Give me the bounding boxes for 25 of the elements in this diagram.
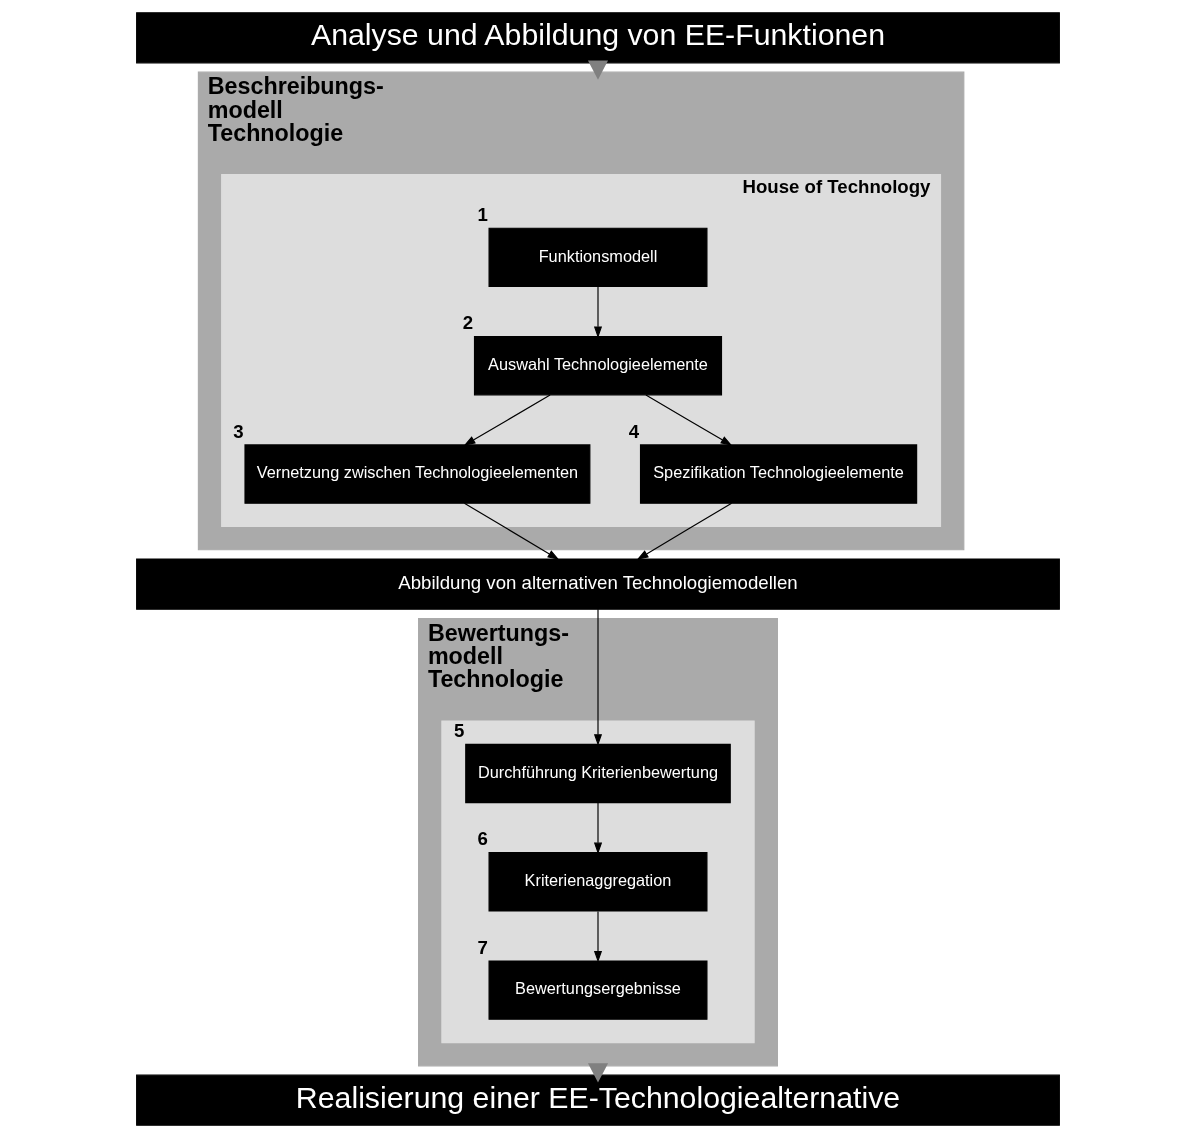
node-label: 1 <box>476 204 488 226</box>
arrow <box>463 502 559 560</box>
node-box: Durchführung Kriterienbewertung <box>464 743 731 804</box>
arrow <box>593 802 602 855</box>
node-box: Auswahl Technologieelemente <box>473 336 722 396</box>
node-label: 5 <box>453 720 464 742</box>
node-box: Abbildung von alternativen Technologiemodellen <box>135 558 1060 610</box>
node-box: Funktionsmodell <box>488 227 707 288</box>
node-box: Spezifikation Technologieelemente <box>639 444 917 504</box>
arrow <box>593 608 602 746</box>
arrow <box>593 286 602 339</box>
node-label: 2 <box>462 312 473 334</box>
node-box: Bewertungsergebnisse <box>488 960 707 1020</box>
arrow <box>593 910 602 963</box>
node-label: 7 <box>476 936 488 958</box>
node-box: Kriterienaggregation <box>488 852 707 912</box>
node-label: 6 <box>476 828 488 850</box>
arrow <box>644 394 732 446</box>
node-box: Vernetzung zwischen Technologieelementen <box>243 444 590 504</box>
node-label: 4 <box>628 420 639 442</box>
cluster <box>440 720 755 1044</box>
arrow <box>463 394 551 446</box>
node-label: 3 <box>232 420 244 442</box>
arrow <box>636 502 732 560</box>
node-box: Realisierung einer EE-Technologiealternative <box>135 1074 1060 1126</box>
